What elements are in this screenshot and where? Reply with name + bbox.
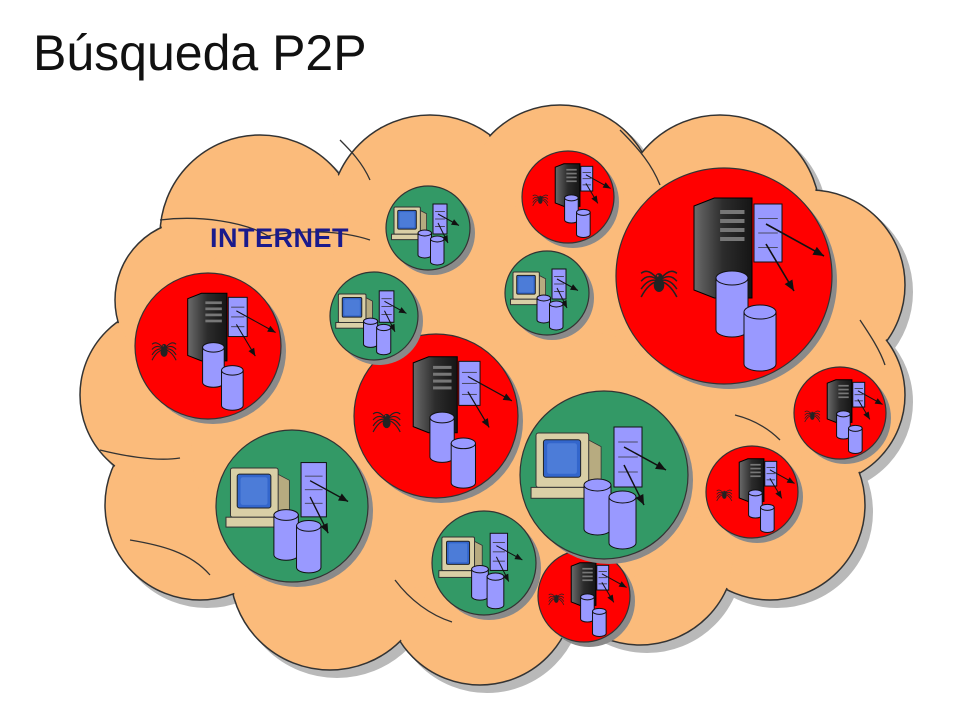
server-peer-node[interactable] xyxy=(793,366,891,464)
internet-label: INTERNET xyxy=(210,223,349,253)
database-icon xyxy=(202,342,244,411)
spider-icon xyxy=(151,342,177,361)
server-peer-node[interactable] xyxy=(134,272,286,424)
spider-icon xyxy=(532,194,549,207)
server-peer-node[interactable] xyxy=(353,333,523,503)
server-icon xyxy=(826,379,883,423)
client-peer-node[interactable] xyxy=(519,390,693,564)
spider-icon xyxy=(716,489,733,502)
server-peer-node[interactable] xyxy=(615,167,837,389)
page-title: Búsqueda P2P xyxy=(33,25,367,81)
client-peer-node[interactable] xyxy=(215,429,373,587)
client-peer-node[interactable] xyxy=(385,185,475,275)
database-icon xyxy=(429,411,476,489)
peer-nodes xyxy=(134,150,891,647)
client-peer-node[interactable] xyxy=(329,271,423,365)
database-icon xyxy=(748,489,775,533)
database-icon xyxy=(583,478,637,550)
client-peer-node[interactable] xyxy=(504,250,594,340)
database-icon xyxy=(363,317,392,356)
server-peer-node[interactable] xyxy=(705,445,803,543)
database-icon xyxy=(715,270,777,372)
server-peer-node[interactable] xyxy=(537,549,635,647)
database-icon xyxy=(471,565,505,610)
database-icon xyxy=(536,294,564,331)
spider-icon xyxy=(804,410,821,423)
spider-icon xyxy=(372,411,401,433)
database-icon xyxy=(836,410,863,454)
database-icon xyxy=(273,509,322,574)
spider-icon xyxy=(548,593,565,606)
server-peer-node[interactable] xyxy=(521,150,619,248)
database-icon xyxy=(417,229,445,266)
client-peer-node[interactable] xyxy=(431,510,541,620)
spider-icon xyxy=(640,270,678,298)
server-icon xyxy=(554,163,611,207)
database-icon xyxy=(564,194,591,238)
database-icon xyxy=(580,593,607,637)
